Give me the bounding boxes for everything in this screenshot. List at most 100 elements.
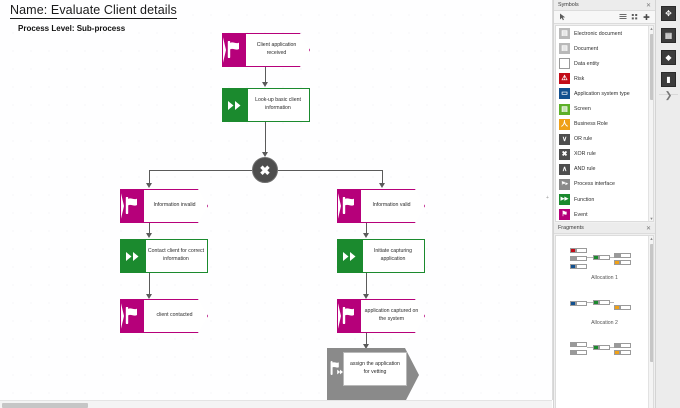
grid-view-icon[interactable] <box>630 13 639 22</box>
scroll-down-icon[interactable]: ▼ <box>649 216 654 221</box>
symbol-swatch-icon: ▶▶ <box>559 194 570 206</box>
symbol-item-label: Process interface <box>574 181 615 188</box>
symbol-item-label: Event <box>574 211 588 218</box>
flag-icon <box>227 41 239 58</box>
fragment-item[interactable] <box>556 332 653 362</box>
node-label: assign the application for vetting <box>343 352 407 386</box>
node-client-application-received[interactable]: Client application received <box>222 33 310 67</box>
symbol-item-risk[interactable]: ⚠ Risk <box>556 71 649 86</box>
close-icon[interactable]: ✕ <box>645 2 651 9</box>
node-lookup-basic-client-information[interactable]: Look-up basic client information <box>222 88 310 122</box>
scrollbar-thumb[interactable] <box>649 244 653 362</box>
canvas-divider <box>552 0 553 400</box>
fragment-node-body <box>576 248 587 253</box>
scrollbar-thumb[interactable] <box>649 34 653 100</box>
symbol-item-function[interactable]: ▶▶ Function <box>556 192 649 207</box>
node-client-contacted[interactable]: client contacted <box>120 299 208 333</box>
expand-panel-chevron-icon[interactable]: ❯ <box>664 90 673 100</box>
canvas-horizontal-scrollbar[interactable] <box>0 400 552 408</box>
symbol-swatch-icon: ∧ <box>559 163 570 175</box>
symbol-swatch-icon: ⚑▸ <box>559 178 570 190</box>
fragment-node-body <box>599 300 610 305</box>
symbol-item-event[interactable]: ⚑Event <box>556 207 649 221</box>
fragment-node <box>570 264 576 269</box>
symbols-scrollbar[interactable]: ▲ ▼ <box>648 26 653 221</box>
connector-arrowhead <box>145 183 152 188</box>
flag-icon <box>342 307 354 324</box>
connector-arrowhead <box>145 294 152 299</box>
fragments-scrollbar[interactable]: ▲ ▼ <box>648 236 653 408</box>
process-level-label: Process Level: Sub-process <box>18 24 126 33</box>
symbol-item-label: Risk <box>574 75 585 82</box>
fragment-item[interactable]: Allocation 1 <box>556 242 653 281</box>
node-xor-gateway[interactable]: ✖ <box>252 157 278 183</box>
page-title: Name: Evaluate Client details <box>10 3 177 19</box>
symbols-panel-header: Symbols ✕ <box>554 0 655 11</box>
symbol-item-process-interface[interactable]: ⚑▸ Process interface <box>556 177 649 192</box>
fragment-node-body <box>599 255 610 260</box>
symbol-item-and-rule[interactable]: ∧AND rule <box>556 162 649 177</box>
canvas-handle-right[interactable]: + <box>546 195 549 201</box>
split-icon[interactable]: ▮ <box>661 72 676 87</box>
fragment-node <box>614 350 620 355</box>
event-icon-panel <box>120 299 144 333</box>
node-information-valid[interactable]: Information valid <box>337 189 425 223</box>
node-information-invalid[interactable]: Information invalid <box>120 189 208 223</box>
node-initiate-capturing-application[interactable]: Initiate capturing application <box>337 239 425 273</box>
right-panel-column: Symbols ✕ <box>553 0 655 408</box>
symbol-item-xor-rule[interactable]: ✖XOR rule <box>556 147 649 162</box>
mirror-icon[interactable]: ◆ <box>661 50 676 65</box>
node-label: Client application received <box>256 42 297 56</box>
fragment-node-body <box>576 301 587 306</box>
connector-line <box>265 122 266 154</box>
fragment-item[interactable]: Allocation 2 <box>556 287 653 326</box>
symbol-item-document[interactable]: ▤Document <box>556 41 649 56</box>
symbol-item-label: Function <box>574 196 595 203</box>
connector-arrowhead <box>145 233 152 238</box>
pointer-icon[interactable] <box>558 13 567 22</box>
node-contact-client-for-correct-information[interactable]: Contact client for correct information <box>120 239 208 273</box>
node-assign-the-application-for-vetting[interactable]: assign the application for vetting <box>327 348 419 400</box>
function-icon-panel <box>120 239 146 273</box>
fragment-node-body <box>576 264 587 269</box>
fragments-list[interactable]: Allocation 1 Allocation 2 ▲ ▼ <box>555 235 654 408</box>
fragment-connector <box>610 257 614 258</box>
symbol-swatch-icon: ⚠ <box>559 73 570 85</box>
fragment-node <box>593 300 599 305</box>
list-view-icon[interactable] <box>618 13 627 22</box>
align-icon[interactable]: ✥ <box>661 6 676 21</box>
node-application-captured-on-the-system[interactable]: application captured on the system <box>337 299 425 333</box>
node-label: Information valid <box>372 202 411 209</box>
fragment-node <box>593 255 599 260</box>
symbol-item-or-rule[interactable]: ∨OR rule <box>556 132 649 147</box>
scroll-up-icon[interactable]: ▲ <box>649 26 654 31</box>
layout-icon[interactable]: ▦ <box>661 28 676 43</box>
close-icon[interactable]: ✕ <box>645 225 651 232</box>
add-symbol-button[interactable]: ✚ <box>643 12 650 22</box>
fragment-connector <box>587 302 593 303</box>
symbols-toolbar: ✚ <box>554 11 655 24</box>
diagram-canvas[interactable]: Name: Evaluate Client details Process Le… <box>0 0 552 400</box>
symbol-item-label: Electronic document <box>574 30 622 37</box>
node-label: application captured on the system <box>364 308 419 322</box>
fragment-connector <box>587 347 593 348</box>
fragment-node <box>593 345 599 350</box>
fragment-node <box>614 253 620 258</box>
symbol-item-application-system-type[interactable]: ▭Application system type <box>556 86 649 101</box>
fragment-node <box>570 350 576 355</box>
symbol-item-electronic-document[interactable]: ▤Electronic document <box>556 26 649 41</box>
scrollbar-thumb[interactable] <box>2 402 88 408</box>
symbol-item-label: XOR rule <box>574 151 596 158</box>
scroll-up-icon[interactable]: ▲ <box>649 236 654 241</box>
symbol-item-screen[interactable]: ▤Screen <box>556 101 649 116</box>
fragment-node-body <box>620 343 631 348</box>
connector-line <box>366 223 367 235</box>
node-label: Look-up basic client information <box>255 97 301 111</box>
fragment-thumbnail <box>556 332 653 362</box>
double-chevron-icon <box>228 100 241 110</box>
connector-line <box>382 170 383 185</box>
symbol-item-data-entity[interactable]: Data entity <box>556 56 649 71</box>
fragment-connector <box>610 347 614 348</box>
